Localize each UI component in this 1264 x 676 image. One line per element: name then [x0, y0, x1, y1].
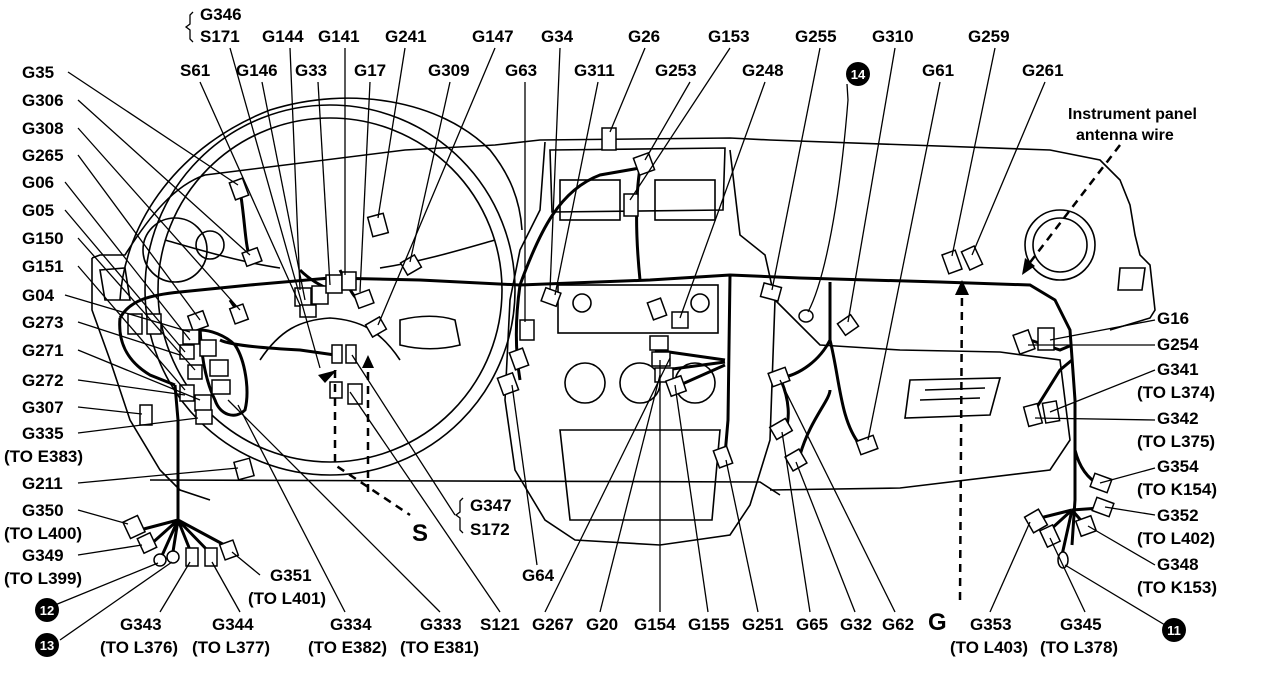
label-g248: G248 [742, 61, 784, 80]
label-g61: G61 [922, 61, 954, 80]
dashboard-outline [91, 97, 1156, 546]
label-g32: G32 [840, 615, 872, 634]
label-g344-to: (TO L377) [192, 638, 270, 657]
label-s121: S121 [480, 615, 520, 634]
label-g307: G307 [22, 398, 64, 417]
label-g146: G146 [236, 61, 278, 80]
label-g347: G347 [470, 496, 512, 515]
circled-number-11: 11 [1167, 623, 1181, 638]
annotation-line2: antenna wire [1076, 127, 1174, 144]
label-g267: G267 [532, 615, 574, 634]
label-g311: G311 [574, 61, 615, 80]
label-s171: S171 [200, 27, 240, 46]
label-g352-to: (TO L402) [1137, 529, 1215, 548]
label-g144: G144 [262, 27, 304, 46]
label-g253: G253 [655, 61, 697, 80]
label-g141: G141 [318, 27, 360, 46]
label-g306: G306 [22, 91, 64, 110]
label-g335: G335 [22, 424, 64, 443]
label-g349-to: (TO L399) [4, 569, 82, 588]
label-g254: G254 [1157, 335, 1199, 354]
label-g349: G349 [22, 546, 64, 565]
label-g151: G151 [22, 257, 64, 276]
circled-number-12: 12 [40, 603, 54, 618]
label-g308: G308 [22, 119, 64, 138]
main-harness [118, 166, 1101, 561]
label-g26: G26 [628, 27, 660, 46]
label-g342: G342 [1157, 409, 1199, 428]
labels: G346 S171 G144 G141 G241 G147 G34 G26 G1… [4, 5, 1217, 657]
label-g04: G04 [22, 286, 55, 305]
label-g334-to: (TO E382) [308, 638, 387, 657]
label-g345-to: (TO L378) [1040, 638, 1118, 657]
label-g333-to: (TO E381) [400, 638, 479, 657]
label-g350: G350 [22, 501, 64, 520]
label-g343-to: (TO L376) [100, 638, 178, 657]
label-g63: G63 [505, 61, 537, 80]
label-g255: G255 [795, 27, 837, 46]
label-g333: G333 [420, 615, 462, 634]
annotation-line1: Instrument panel [1068, 106, 1197, 123]
label-g33: G33 [295, 61, 327, 80]
dashed-indicators [318, 144, 1121, 601]
label-g354: G354 [1157, 457, 1199, 476]
label-g35: G35 [22, 63, 54, 82]
label-g341-to: (TO L374) [1137, 383, 1215, 402]
label-g343: G343 [120, 615, 162, 634]
label-g353-to: (TO L403) [950, 638, 1028, 657]
label-g154: G154 [634, 615, 676, 634]
label-g344: G344 [212, 615, 254, 634]
circled-number-13: 13 [40, 638, 54, 653]
label-g241: G241 [385, 27, 427, 46]
label-g346: G346 [200, 5, 242, 24]
label-g342-to: (TO L375) [1137, 432, 1215, 451]
label-g64: G64 [522, 566, 555, 585]
label-g354-to: (TO K154) [1137, 480, 1217, 499]
label-g150: G150 [22, 229, 64, 248]
label-g251: G251 [742, 615, 784, 634]
label-g334: G334 [330, 615, 372, 634]
label-g273: G273 [22, 313, 64, 332]
label-s61: S61 [180, 61, 210, 80]
label-g351-to: (TO L401) [248, 589, 326, 608]
label-g34: G34 [541, 27, 574, 46]
label-g65: G65 [796, 615, 828, 634]
label-g155: G155 [688, 615, 730, 634]
label-g348-to: (TO K153) [1137, 578, 1217, 597]
label-g265: G265 [22, 146, 64, 165]
label-g211: G211 [22, 474, 63, 493]
label-g351: G351 [270, 566, 312, 585]
label-g309: G309 [428, 61, 470, 80]
label-g259: G259 [968, 27, 1010, 46]
label-g153: G153 [708, 27, 750, 46]
leader-lines [54, 11, 1166, 641]
label-g272: G272 [22, 371, 64, 390]
label-g147: G147 [472, 27, 514, 46]
label-g341: G341 [1157, 360, 1199, 379]
label-g20: G20 [586, 615, 618, 634]
circled-callouts: 14 12 13 11 [35, 62, 1186, 657]
label-g16: G16 [1157, 309, 1189, 328]
label-s172: S172 [470, 520, 510, 539]
label-g348: G348 [1157, 555, 1199, 574]
label-g261: G261 [1022, 61, 1064, 80]
label-g271: G271 [22, 341, 64, 360]
label-g17: G17 [354, 61, 386, 80]
marker-s: S [412, 520, 428, 547]
label-g352: G352 [1157, 506, 1199, 525]
label-g62: G62 [882, 615, 914, 634]
label-g310: G310 [872, 27, 914, 46]
label-g06: G06 [22, 173, 54, 192]
label-g05: G05 [22, 201, 54, 220]
label-g350-to: (TO L400) [4, 524, 82, 543]
circled-number-14: 14 [851, 67, 866, 82]
marker-g: G [928, 609, 947, 636]
label-g335-to: (TO E383) [4, 447, 83, 466]
label-g345: G345 [1060, 615, 1102, 634]
label-g353: G353 [970, 615, 1012, 634]
